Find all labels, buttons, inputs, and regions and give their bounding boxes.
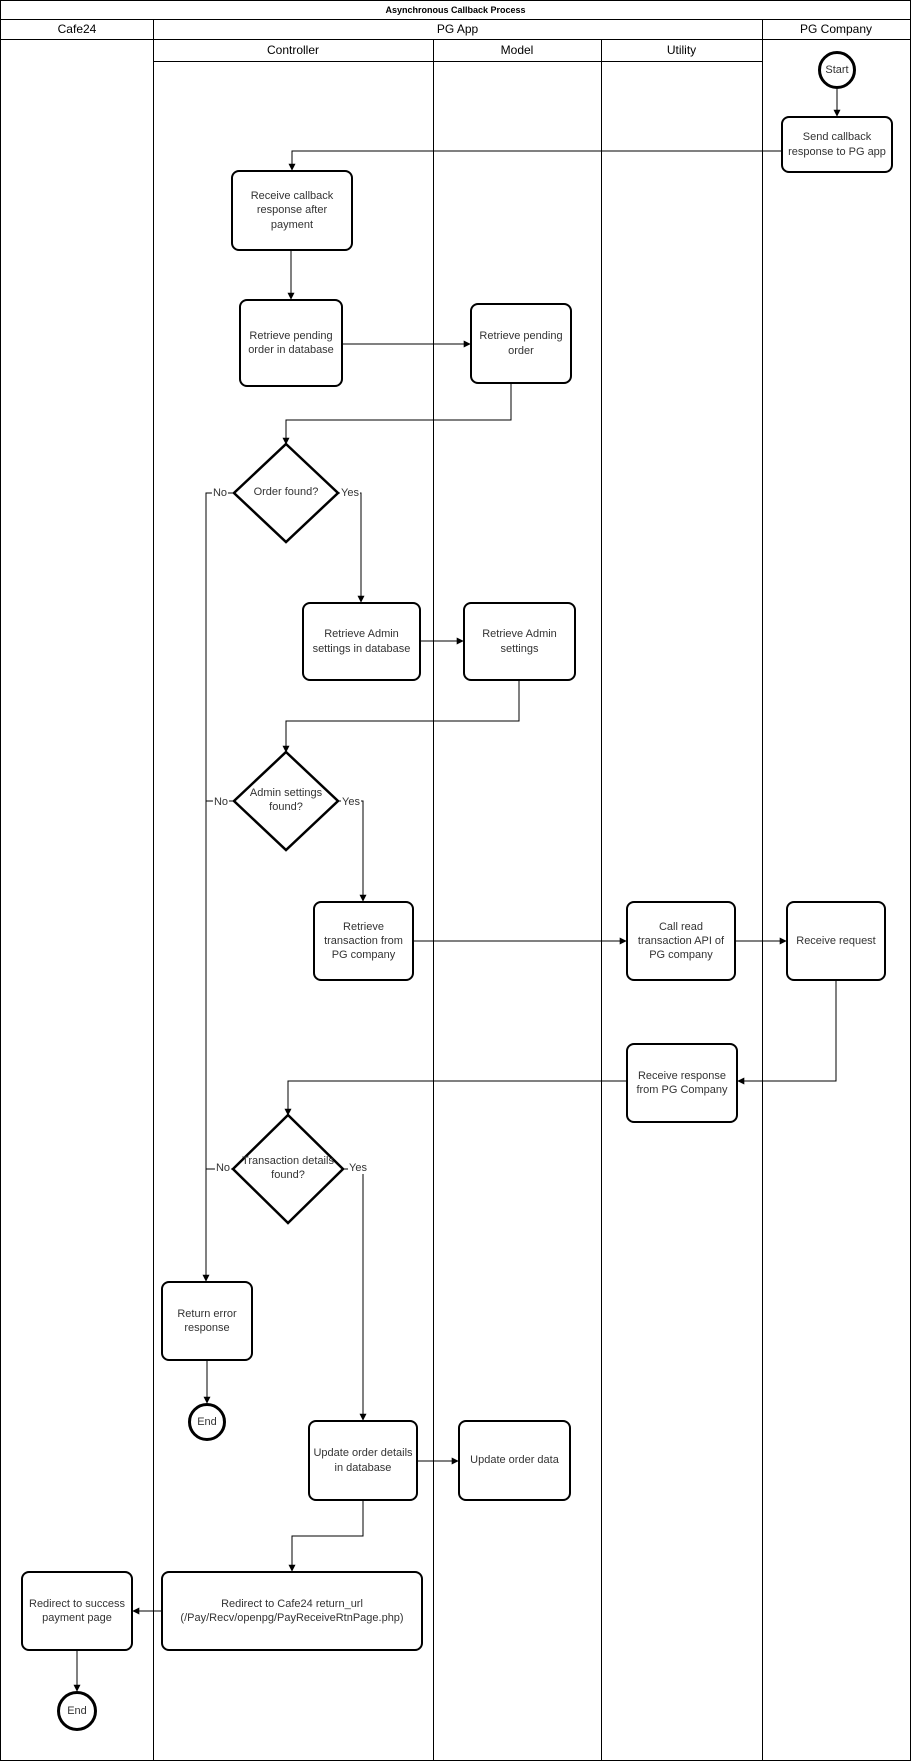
edge-label-no-3: No bbox=[214, 1162, 232, 1174]
lane-header-cafe24: Cafe24 bbox=[57, 22, 97, 36]
node-retrieve-transaction: Retrieve transaction from PG company bbox=[313, 901, 414, 981]
sublane-header-model: Model bbox=[500, 43, 534, 57]
lane-header-pg-company: PG Company bbox=[799, 22, 873, 36]
lane-divider-controller-model bbox=[433, 39, 434, 1760]
edge-admin-found-yes bbox=[338, 800, 367, 902]
decision-admin-found-label: Admin settings found? bbox=[249, 787, 323, 813]
edge-label-yes-1: Yes bbox=[340, 487, 360, 499]
node-call-read-transaction-api: Call read transaction API of PG company bbox=[626, 901, 736, 981]
edge-receive-request-to-receive-response bbox=[737, 981, 837, 1085]
node-receive-callback: Receive callback response after payment bbox=[231, 170, 353, 251]
pool-header-divider bbox=[1, 39, 910, 40]
decision-order-found-label: Order found? bbox=[253, 486, 319, 499]
sublane-header-utility: Utility bbox=[666, 43, 697, 57]
node-redirect-cafe24-return-url: Redirect to Cafe24 return_url (/Pay/Recv… bbox=[161, 1571, 423, 1651]
node-retrieve-pending-order: Retrieve pending order bbox=[470, 303, 572, 384]
lane-header-pg-app: PG App bbox=[436, 22, 479, 36]
edge-retrieve-admin-to-admin-found bbox=[282, 681, 520, 753]
end-terminal-success: End bbox=[57, 1691, 97, 1731]
decision-txn-found-label: Transaction details found? bbox=[242, 1155, 334, 1181]
end-terminal-error: End bbox=[188, 1403, 226, 1441]
edge-label-yes-3: Yes bbox=[348, 1162, 368, 1174]
node-return-error-response: Return error response bbox=[161, 1281, 253, 1361]
diagram-title: Asynchronous Callback Process bbox=[385, 5, 526, 15]
node-receive-request: Receive request bbox=[786, 901, 886, 981]
edge-receive-response-to-txn-found bbox=[284, 1080, 626, 1116]
lane-divider-pg-company bbox=[762, 19, 763, 1760]
title-divider bbox=[1, 19, 910, 20]
edge-retrieve-pending-to-order-found bbox=[282, 384, 512, 445]
sublane-header-controller: Controller bbox=[266, 43, 320, 57]
edge-order-found-yes bbox=[338, 492, 365, 603]
edge-label-yes-2: Yes bbox=[341, 796, 361, 808]
lane-divider-cafe24 bbox=[153, 19, 154, 1760]
node-retrieve-admin-settings-db: Retrieve Admin settings in database bbox=[302, 602, 421, 681]
edge-update-order-db-to-redirect bbox=[288, 1501, 364, 1572]
sublane-header-divider bbox=[153, 61, 762, 62]
node-update-order-details-db: Update order details in database bbox=[308, 1420, 418, 1501]
node-send-callback: Send callback response to PG app bbox=[781, 116, 893, 173]
node-retrieve-admin-settings: Retrieve Admin settings bbox=[463, 602, 576, 681]
node-redirect-success-page: Redirect to success payment page bbox=[21, 1571, 133, 1651]
node-retrieve-pending-order-db: Retrieve pending order in database bbox=[239, 299, 343, 387]
node-update-order-data: Update order data bbox=[458, 1420, 571, 1501]
lane-divider-model-utility bbox=[601, 39, 602, 1760]
start-terminal: Start bbox=[818, 51, 856, 89]
edge-label-no-1: No bbox=[211, 487, 229, 499]
edge-txn-found-yes bbox=[343, 1168, 367, 1421]
node-receive-response: Receive response from PG Company bbox=[626, 1043, 738, 1123]
edge-send-callback-to-receive-callback bbox=[288, 150, 781, 171]
edge-label-no-2: No bbox=[212, 796, 230, 808]
